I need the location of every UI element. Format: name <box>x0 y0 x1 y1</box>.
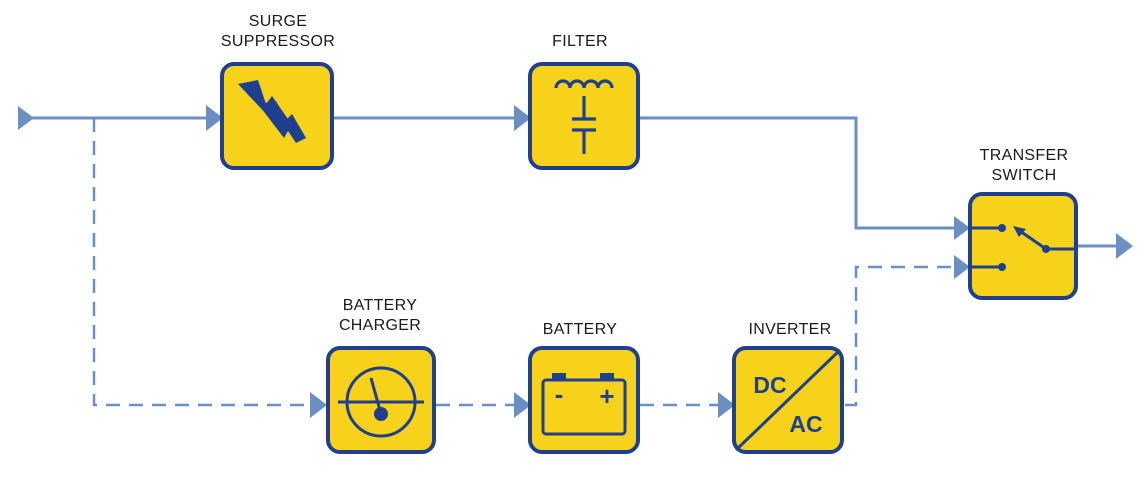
output-arrow <box>1116 233 1133 259</box>
lightning-bolt-icon <box>238 80 316 155</box>
charger-label-line1: BATTERY <box>342 297 418 314</box>
charger-label-line2: CHARGER <box>338 317 422 334</box>
battery-minus-sign: - <box>555 379 564 409</box>
inverter-label-line1: INVERTER <box>748 321 832 338</box>
arrow-to-surge <box>206 105 223 131</box>
transfer-switch-block <box>968 192 1078 300</box>
switch-icon <box>970 224 1076 271</box>
transfer-switch-label: TRANSFER SWITCH <box>950 146 1098 186</box>
inverter-label: INVERTER <box>720 320 860 340</box>
inverter-block: DC AC <box>732 346 844 454</box>
arrow-to-transfer-top <box>954 216 970 240</box>
arrow-to-transfer-bottom <box>954 255 970 279</box>
transfer-label-line2: SWITCH <box>991 167 1057 184</box>
bypass-dashed-path <box>92 118 956 407</box>
surge-label-line2: SUPPRESSOR <box>220 33 336 50</box>
input-arrow <box>18 106 34 130</box>
battery-label: BATTERY <box>512 320 648 340</box>
filter-block <box>528 62 640 170</box>
dc-ac-icon: DC AC <box>734 348 842 452</box>
main-power-path <box>28 116 1120 248</box>
surge-suppressor-block <box>220 62 334 170</box>
arrow-to-battery <box>514 392 531 418</box>
inverter-ac-text: AC <box>789 411 822 437</box>
meter-gauge-icon <box>338 366 424 438</box>
battery-charger-block <box>326 346 436 454</box>
transfer-label-line1: TRANSFER <box>979 147 1069 164</box>
battery-label-line1: BATTERY <box>542 321 618 338</box>
arrow-to-filter <box>514 105 531 131</box>
battery-block: - + <box>528 346 640 454</box>
surge-label-line1: SURGE <box>248 13 308 30</box>
battery-icon: - + <box>541 373 627 436</box>
arrow-to-charger <box>310 392 327 418</box>
arrowheads <box>18 105 1133 418</box>
filter-label: FILTER <box>520 32 640 52</box>
arrow-to-inverter <box>718 392 735 418</box>
filter-label-line1: FILTER <box>552 33 608 50</box>
battery-charger-label: BATTERY CHARGER <box>306 296 454 336</box>
surge-suppressor-label: SURGE SUPPRESSOR <box>196 12 360 52</box>
inverter-dc-text: DC <box>753 372 786 398</box>
inductor-capacitor-icon <box>554 79 614 154</box>
battery-plus-sign: + <box>599 381 614 411</box>
